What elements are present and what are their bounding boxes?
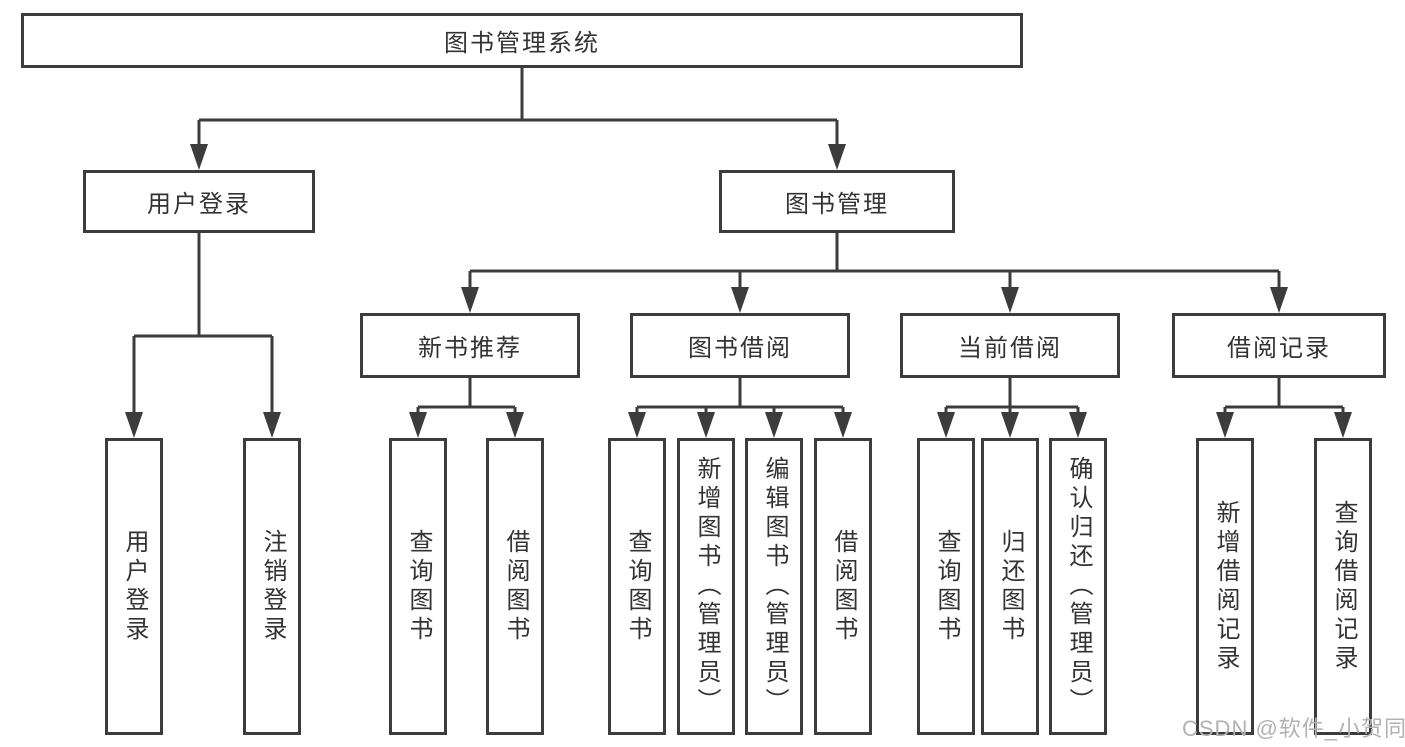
node-book-borrowing: 图书借阅 [630, 313, 850, 378]
leaf-label: 编辑图书（管理员） [761, 456, 788, 717]
leaf-borrow-books-recommend: 借阅图书 [486, 438, 544, 735]
node-borrowing-records: 借阅记录 [1172, 313, 1386, 378]
leaf-label: 新增图书（管理员） [693, 456, 720, 717]
connector-book-management [461, 233, 1288, 313]
leaf-label: 借阅图书 [830, 528, 857, 645]
node-new-book-recommendation: 新书推荐 [360, 313, 580, 378]
node-label: 新书推荐 [418, 335, 522, 362]
watermark: CSDN @软件_小贺同学 [1182, 716, 1405, 741]
leaf-add-borrow-record: 新增借阅记录 [1196, 438, 1254, 735]
connector-borrowing-records [1216, 378, 1352, 438]
node-user-login: 用户登录 [83, 170, 315, 233]
leaf-confirm-return-admin: 确认归还（管理员） [1049, 438, 1107, 735]
leaf-label: 查询图书 [933, 528, 960, 645]
connector-book-borrowing [628, 378, 852, 438]
leaf-query-borrow-record: 查询借阅记录 [1314, 438, 1372, 735]
leaf-label: 注销登录 [259, 528, 286, 645]
node-label: 当前借阅 [958, 335, 1062, 362]
leaf-label: 借阅图书 [502, 528, 529, 645]
leaf-return-books: 归还图书 [981, 438, 1039, 735]
leaf-label: 查询图书 [405, 528, 432, 645]
leaf-label: 确认归还（管理员） [1065, 456, 1092, 717]
leaf-label: 查询图书 [624, 528, 651, 645]
connector-root [190, 68, 846, 170]
leaf-borrow-books: 借阅图书 [814, 438, 872, 735]
node-label: 图书管理系统 [444, 30, 600, 57]
connector-user-login [125, 233, 281, 438]
leaf-label: 归还图书 [997, 528, 1024, 645]
connector-current-borrowing [937, 378, 1087, 438]
node-label: 借阅记录 [1227, 335, 1331, 362]
leaf-label: 新增借阅记录 [1212, 499, 1239, 674]
node-label: 图书管理 [785, 191, 889, 218]
node-label: 图书借阅 [688, 335, 792, 362]
node-current-borrowing: 当前借阅 [900, 313, 1120, 378]
leaf-query-books-borrowing: 查询图书 [608, 438, 666, 735]
leaf-add-book-admin: 新增图书（管理员） [677, 438, 735, 735]
leaf-query-books-current: 查询图书 [917, 438, 975, 735]
node-book-management: 图书管理 [719, 170, 955, 233]
leaf-query-books-recommend: 查询图书 [389, 438, 447, 735]
leaf-logout: 注销登录 [243, 438, 301, 735]
connector-new-book-recommendation [409, 378, 524, 438]
leaf-label: 查询借阅记录 [1330, 499, 1357, 674]
node-library-management-system: 图书管理系统 [21, 13, 1023, 68]
node-label: 用户登录 [147, 191, 251, 218]
leaf-label: 用户登录 [121, 528, 148, 645]
leaf-user-login: 用户登录 [105, 438, 163, 735]
leaf-edit-book-admin: 编辑图书（管理员） [745, 438, 803, 735]
